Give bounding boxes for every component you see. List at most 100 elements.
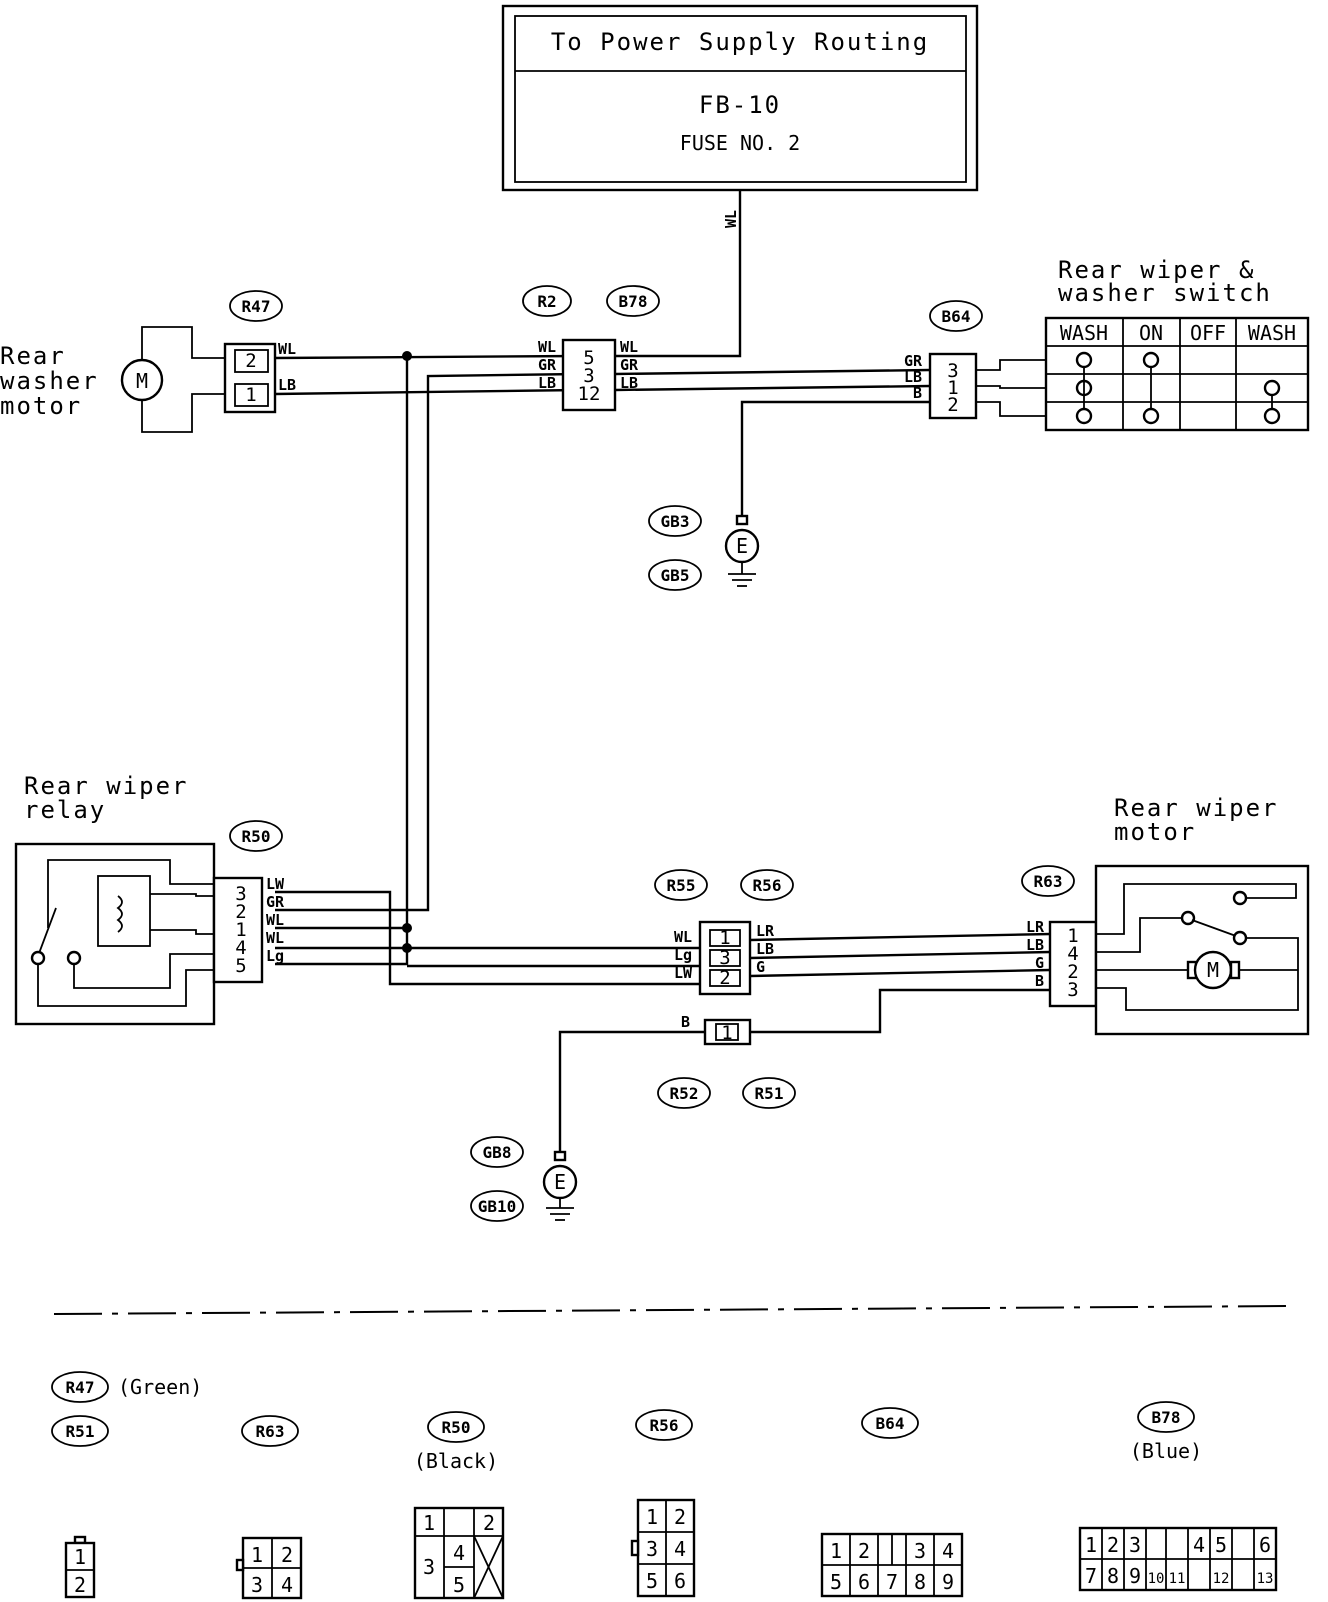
b64-wire-c: B: [913, 384, 922, 402]
b64-pin-c: 2: [947, 394, 958, 416]
legend-b64-pin-1: 1: [830, 1539, 842, 1563]
legend-r50-color: (Black): [414, 1449, 498, 1473]
legend-b64-pin-4: 4: [942, 1539, 954, 1563]
legend-b64-tag: B64: [876, 1414, 905, 1433]
legend-b78-pin-9: 9: [1129, 1564, 1141, 1588]
b78-pin-a: 5: [583, 347, 594, 369]
wiper-motor-label-2: motor: [1114, 818, 1196, 846]
r50-pin-a: 3: [235, 883, 246, 905]
section-divider: [53, 1305, 1291, 1315]
legend-r50-pin-1: 1: [423, 1511, 435, 1535]
legend-b78-pin-13: 13: [1257, 1571, 1274, 1587]
r2-tag: R2: [537, 292, 556, 311]
r52-tag: R52: [670, 1084, 699, 1103]
legend-r51-pin-1: 1: [74, 1545, 86, 1569]
rear-wiper-motor: Rear wiper motor M: [1094, 794, 1310, 1036]
legend-r50-pin-4: 4: [453, 1541, 465, 1565]
b78-left-wire-b: GR: [538, 356, 557, 374]
legend-r51-tag: R51: [66, 1422, 95, 1441]
r56-left-wire-b: Lg: [674, 946, 692, 964]
fuse-block-label: FB-10: [699, 91, 781, 119]
connector-r52-r51: 1 B R52 R51: [657, 1013, 796, 1109]
legend-r56-pin-2: 2: [674, 1505, 686, 1529]
connector-b64: B64 3 1 2 GR LB B: [904, 300, 983, 420]
r63-wire-d: B: [1035, 972, 1044, 990]
washer-motor-label-3: motor: [0, 392, 82, 420]
b64-wire-b: LB: [904, 368, 922, 386]
legend-r50: R50 (Black) 1 2 3 4 5: [413, 1411, 505, 1600]
r63-wire-b: LB: [1026, 936, 1044, 954]
connector-r55-r56: R55 R56 1 3 2 WL Lg LW LR LB G: [654, 869, 794, 996]
r51-wire-a: B: [681, 1013, 690, 1031]
r56-pin-c: 2: [719, 967, 730, 989]
legend-b78-tag: B78: [1152, 1408, 1181, 1427]
legend-r47-color: (Green): [118, 1375, 202, 1399]
legend-r63-pin-2: 2: [281, 1543, 293, 1567]
legend-b78-pin-2: 2: [1107, 1533, 1119, 1557]
legend-r50-pin-3: 3: [423, 1555, 435, 1579]
legend-r63-pin-1: 1: [251, 1543, 263, 1567]
r47-pin-b: 1: [245, 384, 256, 406]
legend-r56-pin-4: 4: [674, 1537, 686, 1561]
rear-wiper-relay: Rear wiper relay: [14, 772, 216, 1026]
legend-r56-pin-3: 3: [646, 1537, 658, 1561]
legend-r51: R51 1 2: [51, 1415, 109, 1599]
r63-pin-d: 3: [1067, 979, 1078, 1001]
legend-b64-pin-8: 8: [914, 1570, 926, 1594]
r63-wire-a: LR: [1026, 918, 1045, 936]
b78-tag: B78: [619, 292, 648, 311]
legend-b78-pin-3: 3: [1129, 1533, 1141, 1557]
r56-left-wire-a: WL: [674, 928, 692, 946]
r56-right-wire-b: LB: [756, 940, 774, 958]
legend-r56-pin-1: 1: [646, 1505, 658, 1529]
ground-gb3-gb5: GB3 GB5 E: [648, 505, 760, 591]
gb10-tag: GB10: [478, 1197, 517, 1216]
gb5-tag: GB5: [661, 566, 690, 585]
r50-pin-b: 2: [235, 901, 246, 923]
switch-col-off: OFF: [1190, 321, 1226, 345]
r56-pin-b: 3: [719, 947, 730, 969]
fuse-number-label: FUSE NO. 2: [680, 131, 800, 155]
b64-wire-a: GR: [904, 352, 923, 370]
r50-pin-c: 1: [235, 919, 246, 941]
r47-wire-a: WL: [278, 340, 296, 358]
legend-r56-pin-6: 6: [674, 1569, 686, 1593]
ground-e-symbol-2: E: [554, 1170, 566, 1194]
connector-r47: R47 2 1 WL LB: [223, 290, 296, 414]
b78-left-wire-a: WL: [538, 338, 556, 356]
ground-e-symbol-1: E: [736, 534, 748, 558]
b78-pin-b: 3: [583, 365, 594, 387]
connector-r63: R63 1 4 2 3 LR LB G B: [1021, 865, 1098, 1008]
legend-b64-pin-2: 2: [858, 1539, 870, 1563]
legend-b78-pin-10: 10: [1148, 1571, 1165, 1587]
switch-col-on: ON: [1139, 321, 1163, 345]
rear-wiper-washer-switch: Rear wiper & washer switch WASH ON OFF W…: [1044, 256, 1310, 432]
legend-b64-pin-3: 3: [914, 1539, 926, 1563]
r47-pin-a: 2: [245, 350, 256, 372]
legend-r47-tag: R47: [66, 1378, 95, 1397]
switch-col-wash-2: WASH: [1248, 321, 1296, 345]
r50-wire-b: GR: [266, 893, 285, 911]
legend-r51-pin-2: 2: [74, 1573, 86, 1597]
legend-b78-pin-11: 11: [1169, 1571, 1186, 1587]
b78-right-wire-c: LB: [620, 374, 638, 392]
legend-b64: B64 1 2 3 4 5 6 7 8 9: [820, 1407, 964, 1598]
feed-wire-label: WL: [722, 210, 740, 228]
gb3-tag: GB3: [661, 512, 690, 531]
legend-b78-pin-4: 4: [1193, 1533, 1205, 1557]
washer-motor-label-2: washer: [0, 367, 99, 395]
legend-r47: R47 (Green): [51, 1371, 202, 1403]
legend-r63-pin-4: 4: [281, 1573, 293, 1597]
wires: [141, 190, 1051, 1155]
power-supply-box: To Power Supply Routing FB-10 FUSE NO. 2: [501, 4, 979, 192]
r50-pin-d: 4: [235, 937, 246, 959]
r50-wire-a: LW: [266, 875, 285, 893]
washer-motor-symbol: [120, 358, 164, 402]
r50-pin-e: 5: [235, 955, 246, 977]
legend-r63-tag: R63: [256, 1422, 285, 1441]
legend-r50-pin-5: 5: [453, 1573, 465, 1597]
legend-r63: R63 1 2 3 4: [235, 1415, 303, 1600]
ground-gb8-gb10: GB8 GB10 E: [470, 1136, 578, 1222]
r63-wire-c: G: [1035, 954, 1044, 972]
